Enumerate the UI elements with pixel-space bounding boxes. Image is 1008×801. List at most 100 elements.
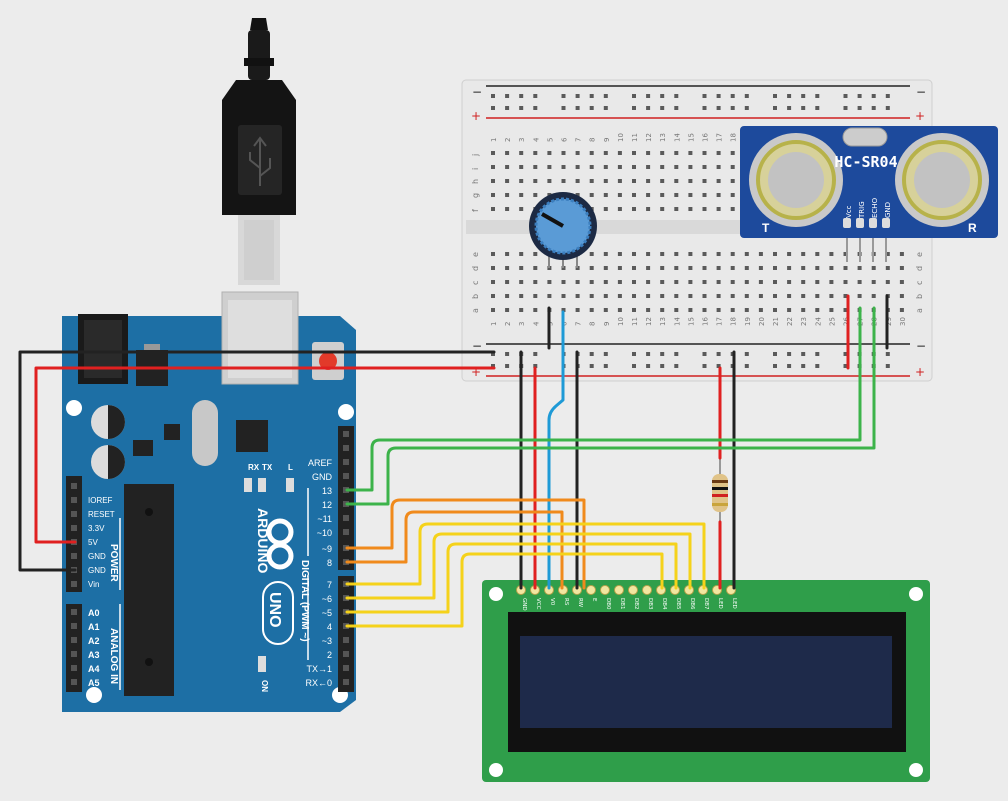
power-pin-socket (71, 553, 77, 559)
breadboard-hole (674, 252, 679, 256)
lcd-pin-label: DB5 (675, 598, 681, 610)
column-number-top: 10 (617, 133, 625, 142)
breadboard-hole (787, 252, 792, 256)
breadboard-hole (674, 294, 679, 298)
breadboard-minus-label-right: − (916, 85, 926, 99)
column-number-bottom: 12 (645, 317, 653, 326)
breadboard-hole (491, 207, 495, 211)
breadboard-hole (519, 207, 524, 211)
column-number-top: 1 (490, 138, 498, 142)
rail-hole (744, 364, 749, 368)
breadboard-hole (533, 179, 538, 183)
breadboard-hole (575, 280, 580, 284)
breadboard-hole (491, 179, 495, 183)
breadboard-hole (801, 308, 806, 312)
digital-pin-label: ~3 (322, 636, 332, 646)
breadboard-hole (519, 193, 524, 197)
breadboard-hole (871, 266, 876, 270)
analog-header (66, 604, 82, 692)
breadboard-minus-label-bottom-right: − (916, 339, 926, 353)
column-number-bottom: 13 (659, 317, 667, 326)
row-letter: b (471, 294, 480, 299)
breadboard-hole (533, 252, 538, 256)
power-pin-socket (71, 497, 77, 503)
breadboard-hole (505, 165, 510, 169)
rail-hole (885, 352, 890, 356)
rail-hole (801, 106, 806, 110)
resistor (712, 458, 728, 522)
column-number-top: 6 (561, 137, 569, 142)
rail-hole (815, 94, 820, 98)
breadboard-hole (519, 252, 524, 256)
power-pin-socket (71, 483, 77, 489)
column-number-bottom: 20 (758, 317, 766, 326)
breadboard-hole (632, 165, 636, 169)
breadboard-hole (702, 165, 707, 169)
breadboard-hole (646, 207, 651, 211)
lcd-pin-label: DB2 (633, 598, 639, 610)
breadboard-hole (505, 308, 510, 312)
rail-hole (505, 106, 510, 110)
power-pin-label: 5V (88, 538, 98, 547)
sensor-pin-vcc-label: Vcc (845, 205, 853, 218)
breadboard-hole (561, 308, 566, 312)
usb-cable (222, 18, 296, 285)
column-number-bottom: 30 (899, 317, 907, 326)
breadboard-hole (632, 294, 636, 298)
breadboard-hole (632, 308, 636, 312)
lcd-pin-label: V0 (549, 598, 555, 606)
column-number-top: 13 (659, 133, 667, 142)
column-number-bottom: 23 (800, 317, 808, 326)
breadboard-hole (688, 207, 693, 211)
breadboard-hole (688, 294, 693, 298)
rail-hole (674, 364, 679, 368)
breadboard-hole (505, 252, 510, 256)
breadboard-minus-label: − (472, 85, 482, 99)
breadboard-hole (589, 280, 594, 284)
breadboard-hole (773, 266, 777, 270)
rail-hole (744, 352, 749, 356)
rail-hole (674, 352, 679, 356)
rail-hole (787, 94, 792, 98)
rail-hole (885, 106, 890, 110)
breadboard-hole (660, 252, 665, 256)
column-number-top: 4 (532, 137, 540, 142)
breadboard-hole (716, 280, 721, 284)
breadboard-hole (617, 294, 622, 298)
led-rx-label: RX (248, 463, 260, 472)
column-number-top: 2 (504, 138, 512, 142)
row-letter: j (471, 154, 480, 157)
breadboard-hole (632, 280, 636, 284)
led-l-label: L (288, 463, 293, 472)
breadboard-hole (702, 252, 707, 256)
breadboard-hole (702, 266, 707, 270)
breadboard-hole (632, 193, 636, 197)
breadboard-hole (716, 252, 721, 256)
lcd-pin-label: VCC (535, 598, 541, 610)
breadboard-hole (519, 308, 524, 312)
breadboard-hole (491, 165, 495, 169)
rail-hole (885, 364, 890, 368)
lcd-screen (520, 636, 892, 728)
breadboard-hole (758, 280, 763, 284)
breadboard-hole (519, 294, 524, 298)
breadboard-hole (688, 165, 693, 169)
breadboard-hole (632, 207, 636, 211)
rail-hole (843, 352, 848, 356)
breadboard-hole (730, 266, 735, 270)
breadboard-hole (758, 294, 763, 298)
breadboard-hole (603, 207, 608, 211)
digital-header-label: DIGITAL (PWM ~) (299, 560, 310, 642)
rail-hole (646, 106, 651, 110)
column-number-bottom: 25 (828, 317, 836, 326)
rail-hole (744, 94, 749, 98)
rail-hole (603, 352, 608, 356)
breadboard-hole (744, 294, 749, 298)
rail-hole (716, 106, 721, 110)
breadboard-hole (646, 308, 651, 312)
rail-hole (561, 106, 566, 110)
rail-hole (632, 94, 636, 98)
breadboard-hole (660, 280, 665, 284)
breadboard-hole (617, 308, 622, 312)
arduino-uno: RX TX L ON ARDUINO UNO AREFGND1312~11~10… (62, 291, 356, 712)
